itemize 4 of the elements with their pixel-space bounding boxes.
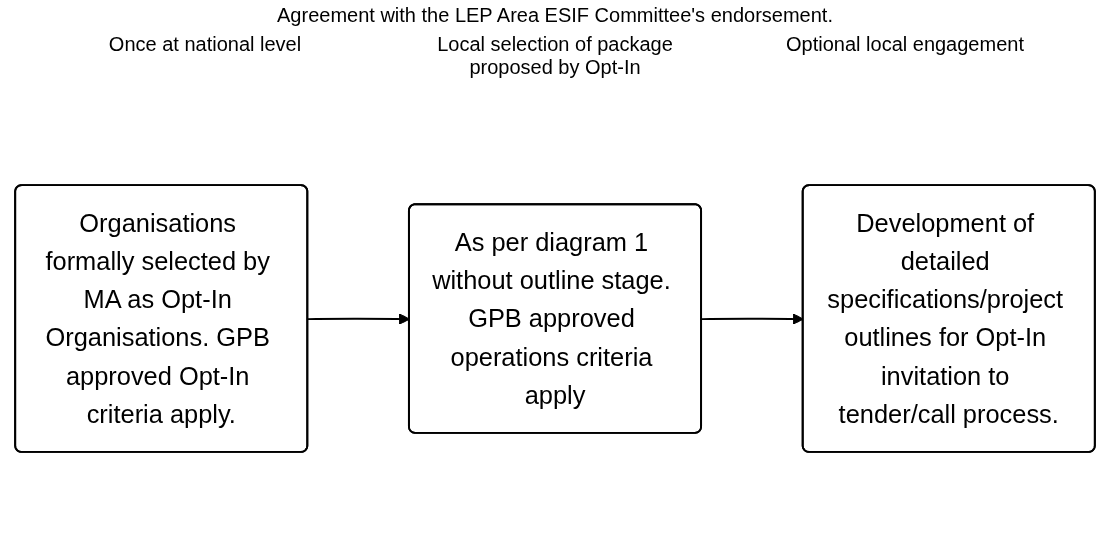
column-heading: Local selection of package proposed by Opt-In [436, 33, 674, 79]
column-heading: Optional local engagement [785, 33, 1025, 57]
note-text: Agreement with the LEP Area ESIF Committee's endorsement. [277, 4, 833, 27]
column-heading: Once at national level [107, 33, 303, 57]
